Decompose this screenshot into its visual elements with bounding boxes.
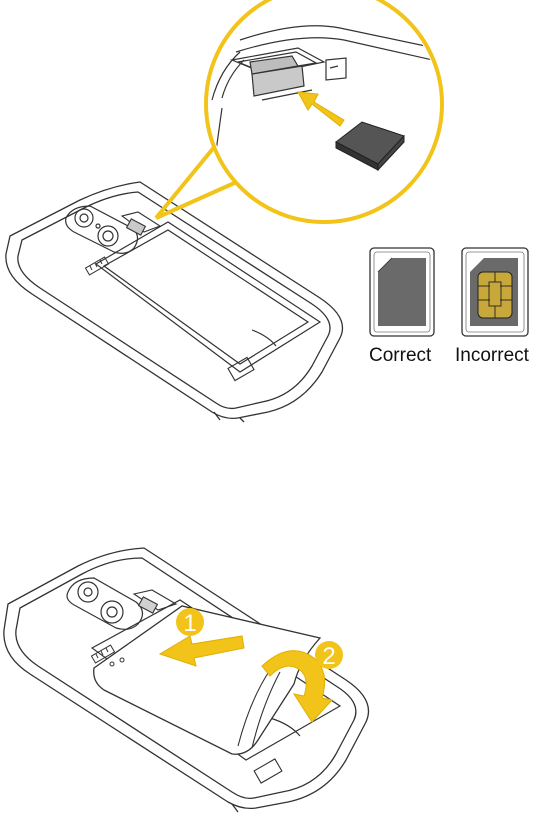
bottom-figure: 1 2 — [4, 548, 369, 812]
top-figure: Correct Incorrect — [6, 0, 539, 422]
correct-label: Correct — [369, 345, 432, 366]
sim-slot — [122, 212, 160, 235]
step-1-number: 1 — [183, 610, 196, 637]
sim-slot-2 — [134, 590, 176, 613]
zoom-callout — [156, 0, 442, 222]
sim-incorrect-illustration — [462, 248, 528, 336]
nfc-area — [228, 357, 254, 380]
step-2-number: 2 — [322, 643, 335, 670]
camera-module-2 — [67, 578, 143, 629]
sim-correct-illustration — [370, 248, 434, 336]
battery-compartment — [96, 222, 320, 372]
nfc-area-2 — [254, 759, 282, 783]
incorrect-label: Incorrect — [455, 345, 530, 366]
battery-connector — [85, 257, 108, 275]
